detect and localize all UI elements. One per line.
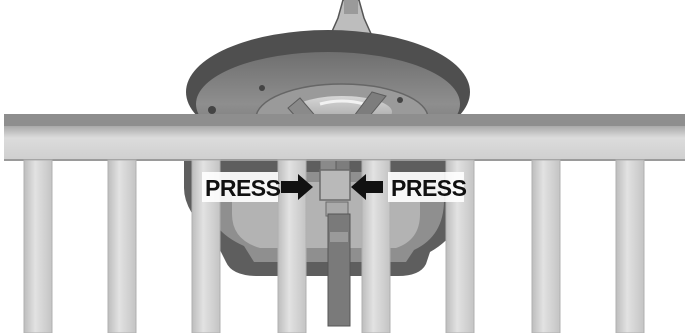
slat: [108, 160, 136, 333]
slat: [532, 160, 560, 333]
press-label-right: PRESS: [391, 175, 467, 201]
slat: [616, 160, 644, 333]
crib-rail: [4, 114, 685, 160]
press-label-left: PRESS: [205, 175, 281, 201]
slat: [24, 160, 52, 333]
